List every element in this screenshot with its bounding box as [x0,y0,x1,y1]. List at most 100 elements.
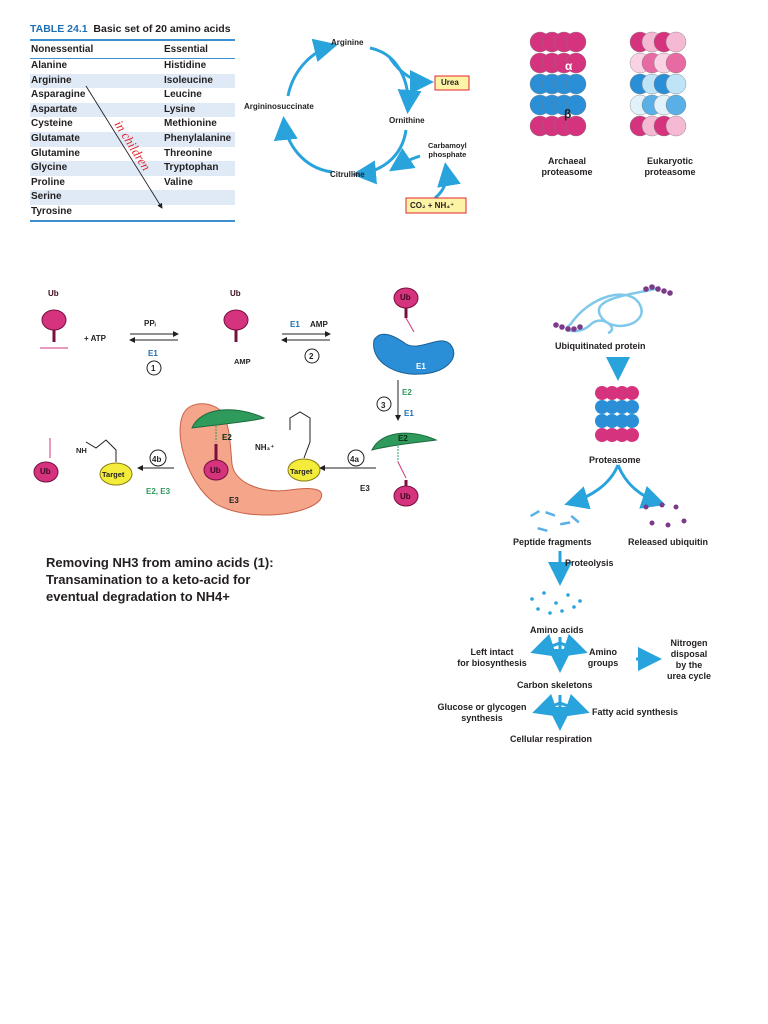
amino-acid-table: TABLE 24.1 Basic set of 20 amino acids N… [30,22,235,222]
proteasome-subunit [605,428,619,442]
label-step4a: 4a [350,455,359,464]
ubiquitin-bead [655,286,661,292]
nonessential-cell: Asparagine [31,89,86,101]
eukaryotic-proteasome [629,31,687,137]
label-e1-out: E1 [404,409,414,418]
label-citrulline: Citrulline [330,170,365,179]
label-argininosuccinate: Argininosuccinate [244,102,314,111]
proteasome-subunit [565,52,587,74]
essential-cell [164,190,235,205]
ubiquitination-diagram [33,287,455,516]
essential-cell: Isoleucine [164,74,213,86]
arrow-ornithine-citrulline [352,129,408,185]
label-e2-right: E2 [398,434,408,443]
peptide-fragment [530,510,540,518]
label-ubiquitinated-protein: Ubiquitinated protein [555,341,646,351]
label-left-intact-2: for biosynthesis [457,658,527,668]
table-number: TABLE 24.1 [30,23,88,35]
label-fatty-acid: Fatty acid synthesis [592,707,679,717]
proteasome-subunit [605,414,619,428]
nonessential-cell: Arginine [31,74,72,86]
label-eukaryotic-proteasome: Eukaryotic proteasome [632,156,708,178]
arrow-co2-to-carbamoyl [434,162,461,200]
label-proteolysis: Proteolysis [565,558,614,568]
ubiquitin-bead [577,324,583,330]
ub-label-4: Ub [400,492,411,501]
amino-acid-dot [572,605,576,609]
ubiquitin-bead [661,288,667,294]
label-archaeal-2: proteasome [541,167,593,177]
arrow-citrulline-argininosuccinate [273,116,333,174]
ubiquitin-bead [565,326,571,332]
table-row: Tyrosine [30,205,235,220]
proteasome-subunit [605,386,619,400]
ub-label-6: Ub [40,467,51,476]
label-e2-on-e3: E2 [222,433,232,442]
arrow-arginine-ornithine [369,46,422,114]
proteasome-subunit [565,31,587,53]
essential-cell [164,205,235,220]
table-title: TABLE 24.1 Basic set of 20 amino acids [30,22,235,36]
ub-label-5: Ub [210,466,221,475]
label-amino-acids: Amino acids [530,625,584,635]
label-nh: NH [76,446,87,455]
label-carbamoyl: Carbamoyl [428,141,467,150]
essential-cell: Lysine [164,103,196,115]
e2-enzyme-on-e3 [191,409,266,429]
label-e2-in: E2 [402,388,412,397]
label-amp: AMP [310,320,328,329]
proteasome-subunit [665,31,687,53]
label-nitrogen-2: disposal [670,649,708,659]
amino-acid-dot [554,601,558,605]
essential-cell: Leucine [164,89,202,101]
proteasome-subunit [565,73,587,95]
target-product [99,462,133,486]
arrow-amino-groups [559,633,588,657]
ub-label-1: Ub [48,289,59,298]
proteasome-subunit [595,428,609,442]
proteasome-subunit [595,400,609,414]
released-ubiquitin-dot [673,504,679,510]
arrow-left-intact [530,633,561,657]
ub-label-3: Ub [400,293,411,302]
label-target-on-e3: Target [290,467,313,476]
essential-cell: Threonine [164,147,213,159]
e1-enzyme [373,333,455,375]
amino-acid-dot [560,609,564,613]
arrow-argininosuccinate-arginine [286,38,338,97]
label-glucose-1: Glucose or glycogen [437,702,527,712]
proteasome-subunit [665,115,687,137]
essential-cell: Histidine [164,60,207,71]
label-ppi: PPᵢ [144,319,156,328]
urea-cycle-diagram [273,38,470,214]
step4b-circle [149,449,167,467]
label-peptide-fragments: Peptide fragments [513,537,592,547]
arrow-to-ubiquitin [616,464,666,509]
label-eukaryotic-2: proteasome [644,167,696,177]
label-proteasome: Proteasome [589,455,641,465]
released-ubiquitin-dot [643,504,649,510]
proteasome-subunit [565,94,587,116]
label-e3-step4a: E3 [360,484,370,493]
product-chain [85,439,117,462]
label-amp-product: AMP [234,357,251,366]
label-amino-groups-2: groups [587,658,619,668]
ub3-bond [405,317,415,333]
label-step2: 2 [309,352,314,361]
header-essential: Essential [164,44,208,55]
label-glucose-synthesis: Glucose or glycogen synthesis [430,702,534,724]
label-carbon-skeletons: Carbon skeletons [517,680,593,690]
urea-box [434,75,470,91]
label-glucose-2: synthesis [461,713,503,723]
proteasome-subunit [595,386,609,400]
label-step3: 3 [381,401,386,410]
label-nitrogen-1: Nitrogen [670,638,708,648]
proteasome-subunit [625,414,639,428]
label-phosphate: phosphate [428,150,467,159]
nonessential-cell: Proline [31,176,65,188]
released-ubiquitin-dot [649,520,655,526]
